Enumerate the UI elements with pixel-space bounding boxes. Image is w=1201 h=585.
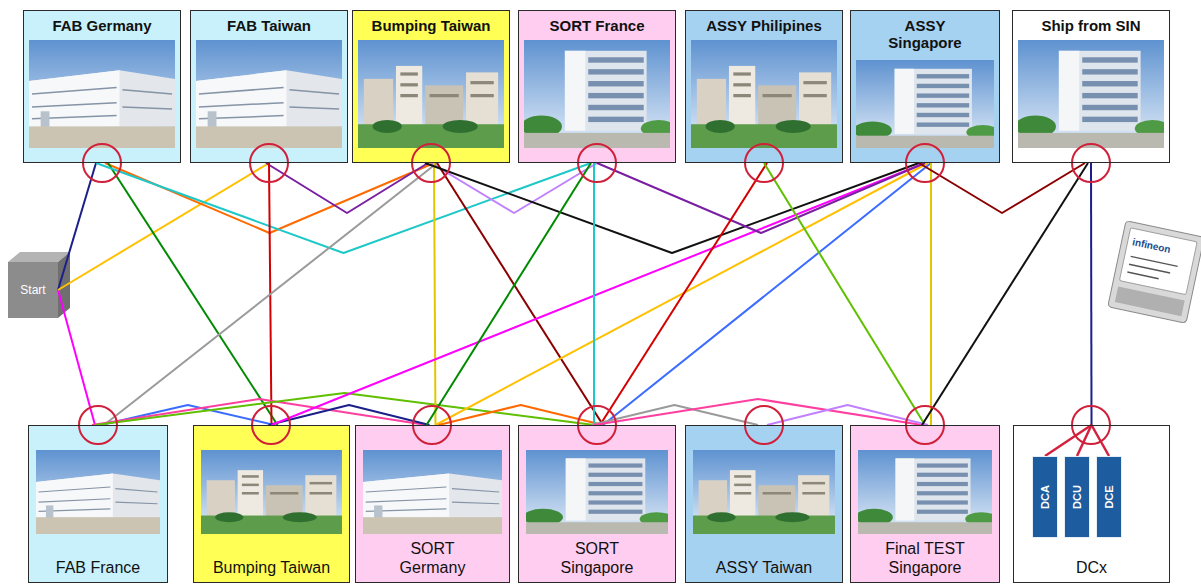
site-name: FAB France xyxy=(56,559,140,577)
site-box: Ship from SIN xyxy=(1012,10,1170,163)
route-line xyxy=(437,163,603,425)
site-box: FAB Germany xyxy=(23,10,181,163)
site-name: ASSY Philipines xyxy=(706,17,822,34)
route-line xyxy=(269,405,430,425)
site-box: SORT France xyxy=(518,10,676,163)
site-name: SORT Germany xyxy=(383,540,483,577)
site-name: DCU xyxy=(1071,485,1083,509)
route-line xyxy=(593,163,595,425)
route-line xyxy=(922,163,1088,425)
route-line xyxy=(95,393,594,425)
route-line xyxy=(58,290,95,425)
route-line xyxy=(1045,425,1092,456)
site-box: FAB France xyxy=(28,425,168,583)
distribution-center: DCE xyxy=(1096,456,1122,538)
site-box: FAB Taiwan xyxy=(190,10,348,163)
site-name: Start xyxy=(20,283,45,297)
site-box: DCx DCA DCU DCE xyxy=(1013,425,1170,583)
site-name: Final TEST Singapore xyxy=(865,540,985,577)
site-name: FAB Taiwan xyxy=(227,17,311,34)
site-name: DCA xyxy=(1039,485,1051,509)
site-name: Ship from SIN xyxy=(1041,17,1140,34)
site-box: Bumping Taiwan xyxy=(193,425,350,583)
route-line xyxy=(272,163,926,425)
site-box: SORT Germany xyxy=(355,425,510,583)
route-line xyxy=(58,163,269,290)
route-line xyxy=(603,163,931,425)
site-box: Final TEST Singapore xyxy=(850,425,1000,583)
site-box: Bumping Taiwan xyxy=(352,10,510,163)
distribution-center: DCA xyxy=(1032,456,1058,538)
site-name: SORT France xyxy=(549,17,644,34)
route-line xyxy=(1090,163,1093,425)
site-name: Bumping Taiwan xyxy=(372,17,491,34)
site-name: ASSY Singapore xyxy=(870,17,980,52)
site-name: ASSY Taiwan xyxy=(716,559,812,577)
route-line xyxy=(434,163,436,425)
site-name: DCx xyxy=(1076,559,1107,577)
route-line xyxy=(431,163,597,213)
site-box: ASSY Taiwan xyxy=(685,425,843,583)
route-line xyxy=(104,163,437,425)
site-box: ASSY Singapore xyxy=(850,10,1000,163)
start-cube: Start xyxy=(8,262,58,318)
site-name: SORT Singapore xyxy=(547,540,647,577)
site-name: Bumping Taiwan xyxy=(213,559,330,577)
route-line xyxy=(764,163,925,425)
distribution-center: DCU xyxy=(1064,456,1090,538)
route-line xyxy=(767,405,928,425)
route-line xyxy=(600,163,767,425)
route-line xyxy=(427,163,592,425)
route-line xyxy=(96,163,591,253)
site-name: FAB Germany xyxy=(52,17,151,34)
site-box: SORT Singapore xyxy=(518,425,676,583)
site-name: DCE xyxy=(1103,485,1115,508)
chip-label: infineon xyxy=(1131,236,1171,255)
route-line xyxy=(108,163,278,425)
route-line xyxy=(930,163,932,425)
site-box: ASSY Philipines xyxy=(685,10,843,163)
